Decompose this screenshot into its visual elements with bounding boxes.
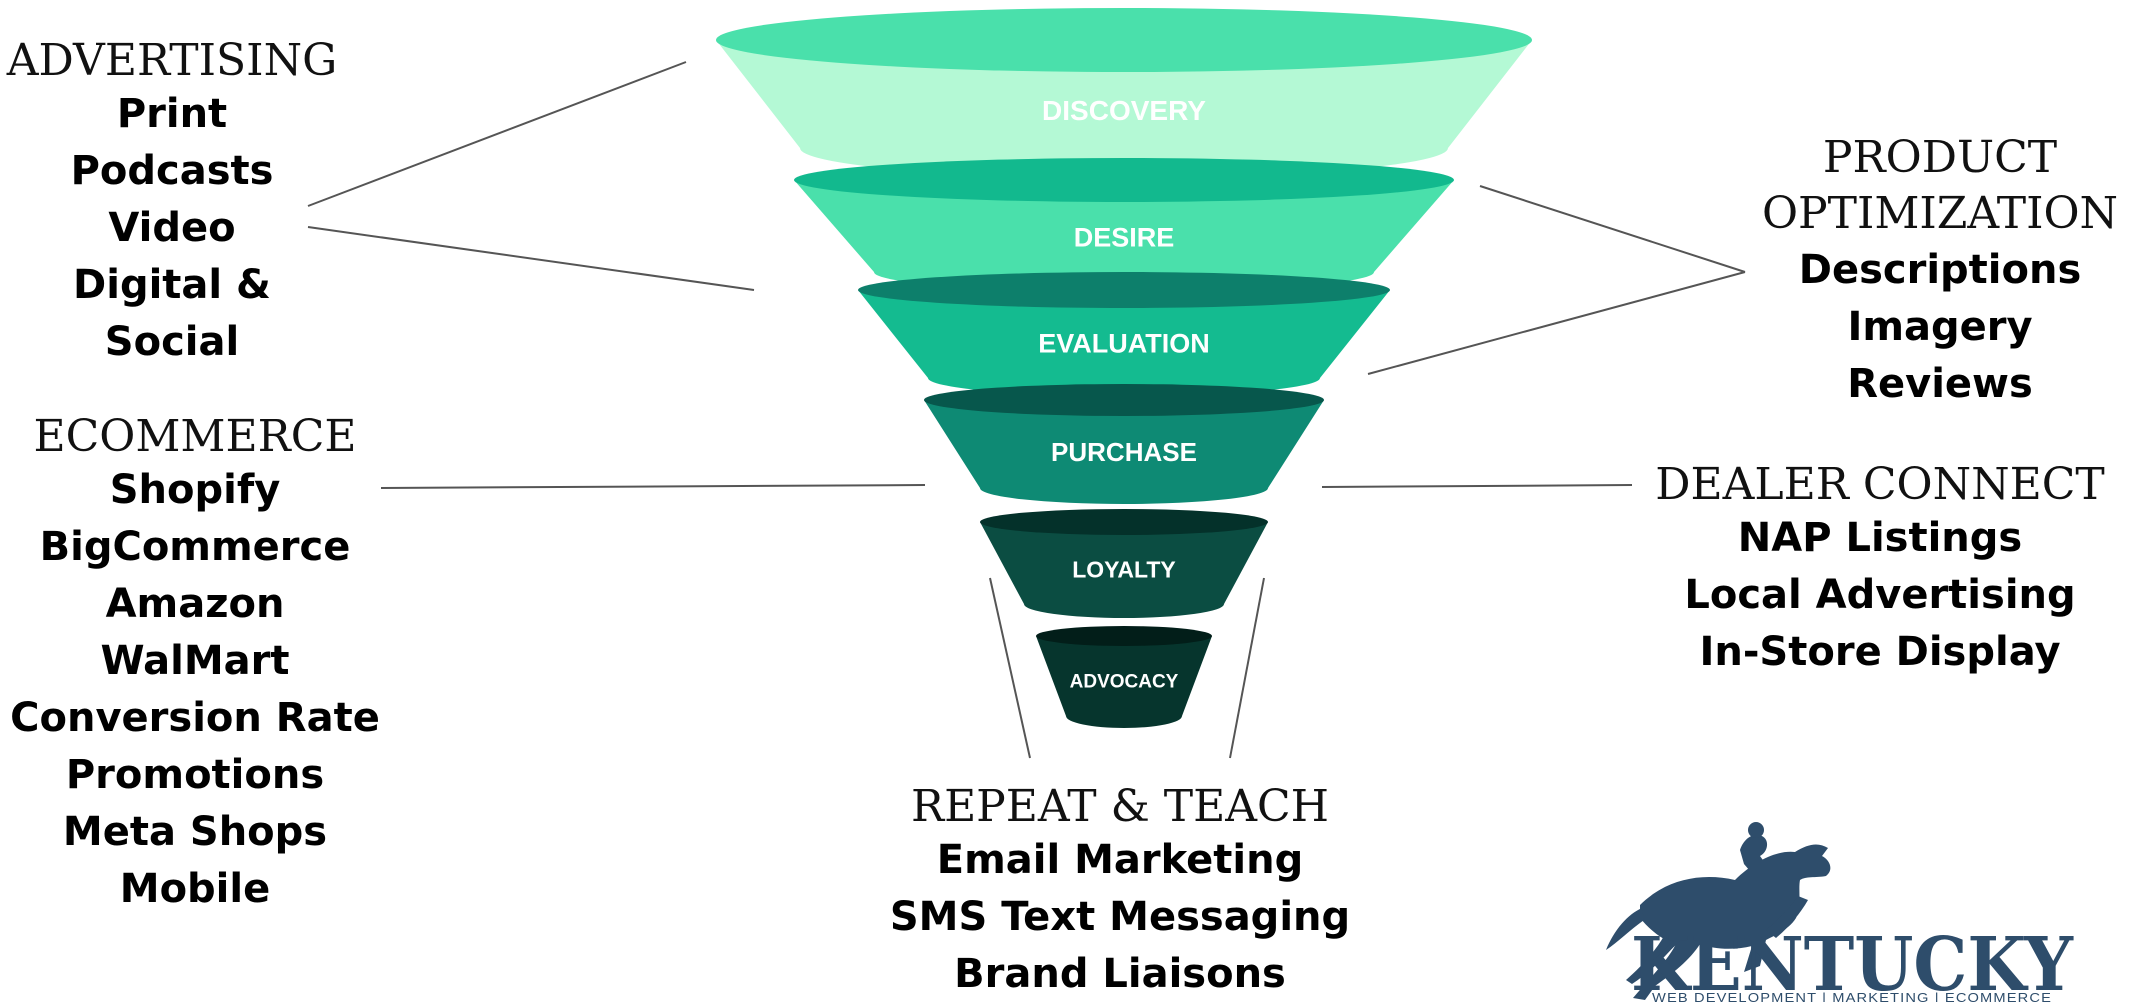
repeat-teach-heading: Repeat & Teach [910, 781, 1330, 832]
advertising-item: Digital & Social [73, 262, 271, 365]
logo-tagline: WEB DEVELOPMENT | MARKETING | ECOMMERCE [1652, 990, 2052, 1002]
logo-wordmark: KENTUCKY [1631, 922, 2074, 1002]
repeat-teach-item: Email Marketing [936, 837, 1304, 883]
funnel-stage-advocacy: ADVOCACY [1036, 626, 1212, 728]
ecommerce-item: WalMart [100, 638, 290, 684]
funnel-stage-body [794, 180, 1454, 292]
product-optimization-heading-line: Product [1822, 132, 2058, 183]
funnel-stage-body [924, 400, 1324, 504]
funnel-stage-body [980, 522, 1268, 618]
connector-repeat-left [989, 577, 1031, 759]
funnel-stage-rim [794, 158, 1454, 202]
funnel-stage-purchase: PURCHASE [924, 384, 1324, 504]
ecommerce-item: Meta Shops [62, 809, 328, 855]
dealer-connect-heading: Dealer Connect [1655, 459, 2105, 510]
funnel-stage-label: ADVOCACY [1070, 672, 1179, 693]
connector-dealer [1321, 484, 1633, 488]
repeat-teach-group: Repeat & Teach Email Marketing SMS Text … [870, 782, 1370, 1003]
funnel-stage-label: LOYALTY [1072, 557, 1176, 583]
funnel-stage-body [1036, 636, 1212, 728]
funnel-stage-loyalty: LOYALTY [980, 509, 1268, 618]
funnel-stage-evaluation: EVALUATION [858, 272, 1390, 396]
advertising-heading: Advertising [6, 35, 338, 86]
repeat-teach-item: SMS Text Messaging [889, 894, 1351, 940]
funnel-stage-rim [924, 384, 1324, 416]
advertising-item: Print [116, 91, 228, 137]
ecommerce-heading: Ecommerce [33, 411, 357, 462]
product-optimization-item: Imagery [1847, 304, 2033, 350]
kentucky-logo: KENTUCKY WEB DEVELOPMENT | MARKETING | E… [1606, 822, 2074, 1002]
funnel-stage-rim [1036, 626, 1212, 646]
dealer-connect-item: NAP Listings [1737, 515, 2023, 561]
dealer-connect-item: Local Advertising [1684, 572, 2076, 618]
funnel-stage-rim [980, 509, 1268, 535]
advertising-item: Podcasts [70, 148, 274, 194]
dealer-connect-item: In-Store Display [1699, 629, 2061, 675]
ecommerce-item: Conversion Rate [10, 695, 380, 741]
funnel-stage-label: DISCOVERY [1042, 95, 1206, 126]
connector-repeat-right [1229, 577, 1265, 759]
funnel-stage-label: EVALUATION [1038, 328, 1210, 358]
repeat-teach-item: Brand Liaisons [954, 951, 1286, 997]
funnel-stage-discovery: DISCOVERY [716, 8, 1532, 178]
funnel-stage-rim [858, 272, 1390, 308]
ecommerce-group: Ecommerce Shopify BigCommerce Amazon Wal… [0, 412, 390, 918]
funnel-stage-body [716, 40, 1532, 178]
ecommerce-item: BigCommerce [39, 524, 351, 570]
connector-product-top [1479, 185, 1746, 273]
funnel-stage-label: PURCHASE [1051, 437, 1197, 467]
product-optimization-item: Reviews [1847, 361, 2033, 407]
product-optimization-heading-line: Optimization [1761, 188, 2119, 239]
funnel-stages: DISCOVERY DESIRE EVALUATION PURCHASE LOYALTY… [716, 8, 1532, 728]
horse-rider-icon [1606, 822, 1831, 1000]
ecommerce-item: Amazon [105, 581, 285, 627]
funnel-stage-rim [716, 8, 1532, 72]
advertising-item: Video [108, 205, 236, 251]
funnel-stage-desire: DESIRE [794, 158, 1454, 292]
advertising-group: Advertising Print Podcasts Video Digital… [0, 36, 344, 371]
connector-product-bottom [1367, 271, 1746, 375]
connector-advertising-top [307, 61, 687, 207]
ecommerce-item: Shopify [109, 467, 281, 513]
funnel-stage-label: DESIRE [1074, 222, 1175, 252]
product-optimization-group: Product Optimization Descriptions Imager… [1740, 130, 2140, 413]
connector-advertising-bottom [307, 226, 755, 291]
product-optimization-item: Descriptions [1798, 247, 2082, 293]
connector-ecommerce [380, 484, 926, 489]
connector-lines [307, 61, 1746, 759]
funnel-stage-body [858, 290, 1390, 396]
dealer-connect-group: Dealer Connect NAP Listings Local Advert… [1640, 460, 2120, 681]
ecommerce-item: Promotions [65, 752, 325, 798]
ecommerce-item: Mobile [119, 866, 271, 912]
